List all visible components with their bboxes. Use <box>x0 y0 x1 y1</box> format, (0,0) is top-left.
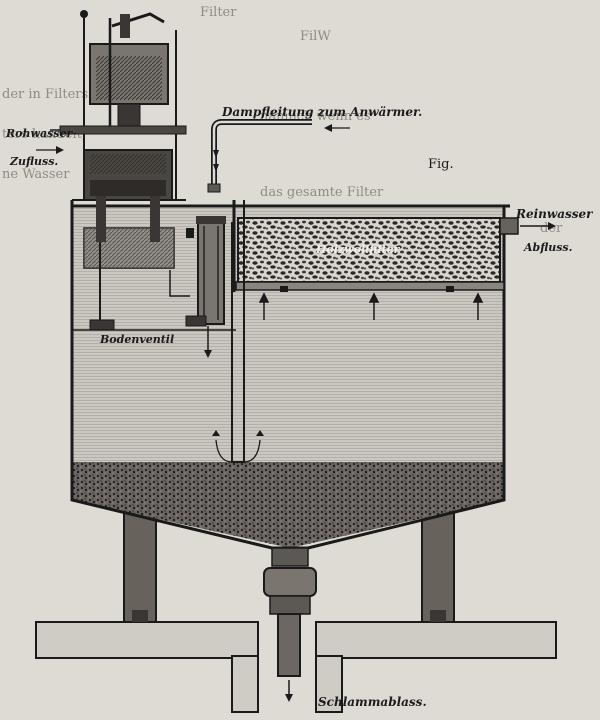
heater <box>196 216 264 463</box>
background-text: ne Wasser <box>2 167 70 182</box>
raw-water-label: Rohwasser- <box>6 127 77 140</box>
clean-water-outlet <box>499 217 556 235</box>
bottom-valve-label: Bodenventil <box>100 333 175 346</box>
clean-water-label-2: Abfluss. <box>524 241 573 254</box>
figure-reference: Fig. <box>428 157 454 172</box>
wood-wool-filter <box>232 200 505 292</box>
clean-water-label: Reinwasser <box>516 207 593 221</box>
background-text: das gesamte Filter <box>260 185 384 200</box>
raw-water-label-2: Zufluss. <box>10 155 59 168</box>
foundation <box>35 621 557 713</box>
sludge-valve <box>263 547 317 702</box>
background-text: der in Filters <box>2 87 89 102</box>
raw-water-regulator <box>36 10 187 242</box>
sludge-drain-label: Schlammablass. <box>318 695 427 709</box>
wood-wool-filter-label: Holzwollfilter <box>316 243 400 256</box>
background-text: Filter <box>200 5 237 20</box>
steam-line-label: Dampfleitung zum Anwärmer. <box>222 105 423 119</box>
steam-pipe <box>207 119 350 193</box>
background-text: FilW <box>300 29 331 44</box>
upflow-arrows <box>258 292 484 320</box>
